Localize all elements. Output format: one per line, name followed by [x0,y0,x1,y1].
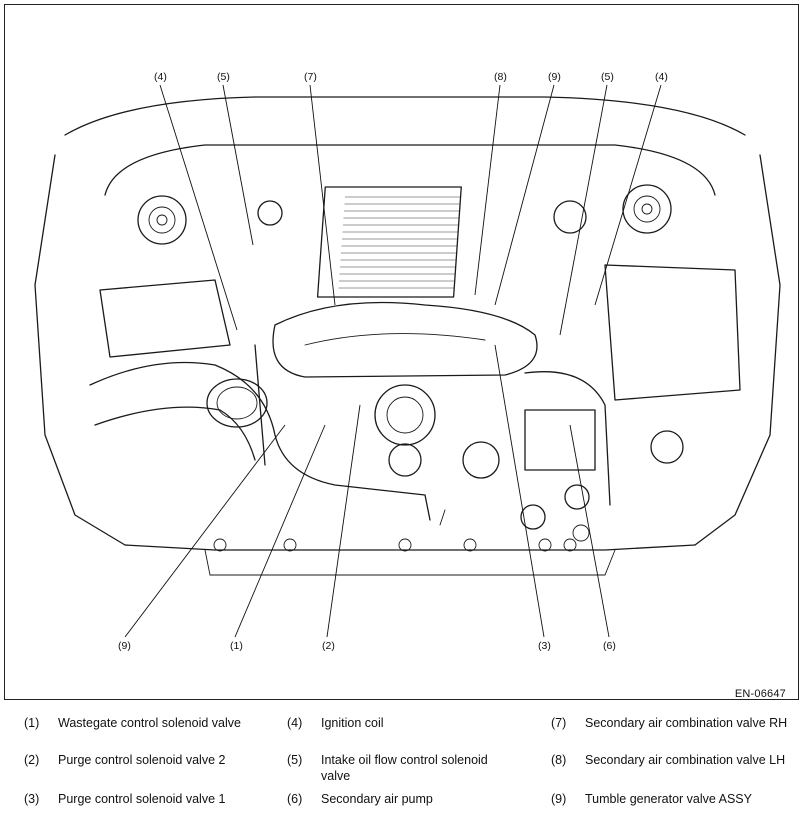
legend-text: Tumble generator valve ASSY [585,792,752,806]
figure-id: EN-06647 [734,688,786,700]
legend-text: Ignition coil [321,716,384,730]
callout-1: (1) [230,640,243,652]
legend-num: (3) [24,792,40,806]
air-duct-inner [216,386,258,420]
callout-4-left: (4) [154,71,167,83]
callout-7: (7) [304,71,317,83]
hood-edge [64,96,746,136]
left-strut-tower [137,195,187,245]
legend-num: (7) [551,716,567,730]
alternator [374,384,436,446]
callouts-top: (4) (5) (7) (8) (9) (5) (4) [154,71,668,83]
washer-tank-cap [650,430,684,464]
callout-6: (6) [603,640,616,652]
manifold-rib [304,333,486,346]
callout-5-left: (5) [217,71,230,83]
air-hose-right [524,371,611,506]
air-box-right [604,264,741,401]
leader-lines [124,84,662,638]
legend-num: (8) [551,753,567,767]
coolant-cap [564,484,590,510]
legend-num: (4) [287,716,303,730]
idler-pulley [462,441,500,479]
intake-manifold [272,301,538,378]
cowl-line [104,144,716,196]
legend-text: Purge control solenoid valve 2 [58,753,226,767]
secondary-air-pump [524,409,596,471]
callout-3: (3) [538,640,551,652]
right-strut-tower [622,184,672,234]
callouts-bottom: (9) (1) (2) (3) (6) [118,640,616,652]
callout-9-bottom: (9) [118,640,131,652]
callout-9-top: (9) [548,71,561,83]
air-intake-duct-lower [94,406,256,461]
crank-pulley [388,443,422,477]
legend-num: (6) [287,792,303,806]
front-bolts [213,538,577,552]
legend-text: Purge control solenoid valve 1 [58,792,226,806]
legend-text: Secondary air combination valve RH [585,716,788,730]
callout-2: (2) [322,640,335,652]
air-duct-opening [206,378,268,428]
throttle-body [439,509,446,526]
hose-left [254,344,266,466]
legend-text: Secondary air pump [321,792,433,806]
callout-5-right: (5) [601,71,614,83]
air-intake-duct [89,361,431,521]
legend-num: (5) [287,753,303,767]
callout-8: (8) [494,71,507,83]
callout-4-right: (4) [655,71,668,83]
engine-compartment-drawing: (4) (5) (7) (8) (9) (5) (4) (9) (1) (2) … [34,71,781,652]
legend-text: Intake oil flow control solenoid valve [321,753,488,783]
legend-num: (1) [24,716,40,730]
legend-text: Wastegate control solenoid valve [58,716,241,730]
left-fender [34,154,126,546]
right-fender [694,154,781,546]
intercooler [316,186,462,298]
diagram-frame: (4) (5) (7) (8) (9) (5) (4) (9) (1) (2) … [4,4,799,700]
radiator-support [204,549,616,576]
legend-num: (9) [551,792,567,806]
oil-cap-left [257,200,283,226]
front-bumper-line [124,544,696,551]
oil-filler-cap [520,504,546,530]
legend: (1) Wastegate control solenoid valve (2)… [0,708,803,815]
brake-reservoir-cap [553,200,587,234]
fuse-box-left [99,279,231,358]
radiator-cap [572,524,590,542]
legend-num: (2) [24,753,40,767]
legend-text: Secondary air combination valve LH [585,753,786,767]
